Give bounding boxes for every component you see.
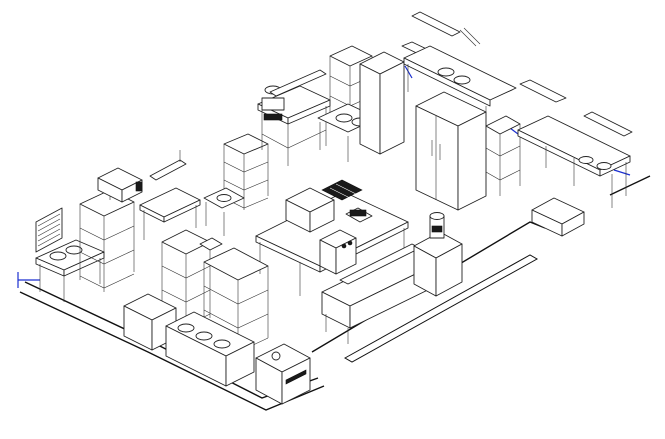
back-wall-shelf [269, 69, 327, 97]
combi-oven [285, 187, 335, 233]
tall-fridge-back [359, 51, 405, 155]
left-sink-table [35, 239, 105, 302]
front-rack-right [203, 247, 269, 356]
grill-burners [321, 179, 363, 201]
left-oven [97, 167, 143, 203]
right-sink-counter [517, 115, 631, 208]
back-shelf-left [257, 85, 331, 166]
service-counter-right [413, 212, 463, 297]
fryer [345, 207, 373, 223]
floor-pallet [531, 197, 585, 237]
shelf-right-of-fridge [485, 115, 521, 196]
double-fridge [415, 91, 487, 211]
floor-strip [343, 254, 539, 363]
left-counter [139, 150, 201, 240]
back-right-sink-counter [403, 45, 517, 128]
range-unit [319, 229, 357, 275]
left-rack [79, 189, 135, 292]
front-corner-cabinet [255, 343, 311, 405]
front-sink-bench [165, 311, 255, 387]
small-sink-left [203, 187, 245, 236]
wall-louver [35, 207, 63, 253]
front-rack-left [161, 229, 223, 330]
